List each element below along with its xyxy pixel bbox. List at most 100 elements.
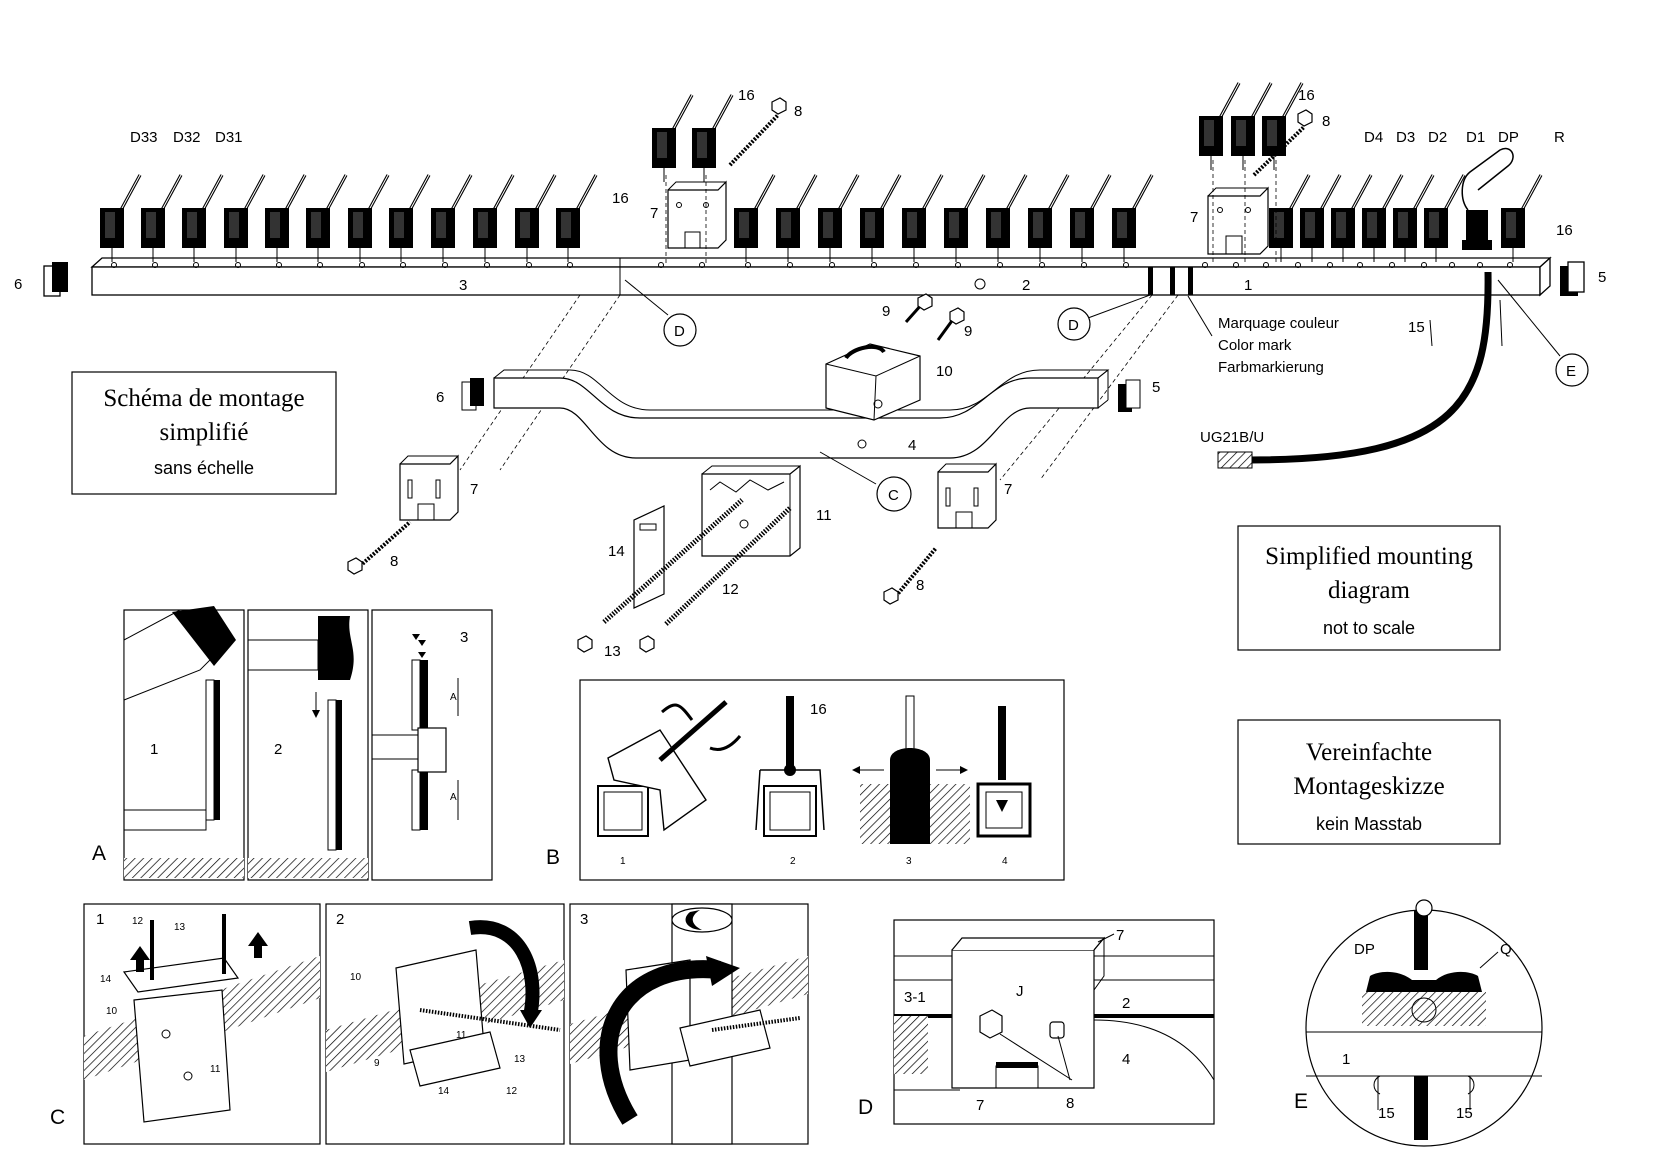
panel-a-dim-2: A (450, 792, 457, 803)
label-d32: D32 (173, 129, 201, 146)
label-d31: D31 (215, 129, 243, 146)
svg-text:E: E (1566, 363, 1576, 380)
label-d3: D3 (1396, 129, 1415, 146)
panel-b-step-2: 2 (790, 856, 796, 867)
c1-part-13: 13 (174, 922, 186, 933)
panel-e-letter: E (1294, 1090, 1308, 1113)
svg-text:Simplified mounting: Simplified mounting (1265, 543, 1473, 570)
bracket-10 (825, 343, 921, 421)
svg-text:Schéma de montage: Schéma de montage (103, 385, 304, 412)
bolts-9 (904, 293, 965, 341)
panel-a-step-3: 3 (460, 629, 468, 646)
panel-b-letter: B (546, 846, 560, 869)
label-d2: D2 (1428, 129, 1447, 146)
mast-clamp-11 (701, 464, 801, 557)
panel-a: 1 2 3 A A (123, 606, 493, 881)
panel-d-label-3-1: 3-1 (904, 989, 926, 1006)
panel-a-dim-1: A (450, 692, 457, 703)
svg-text:simplifié: simplifié (160, 419, 249, 446)
boom-elements (98, 81, 1543, 264)
part-14-main: 14 (608, 543, 625, 560)
panel-c-step-2: 2 (336, 911, 344, 928)
end-cap-6-boom (43, 262, 68, 297)
color-mark-de: Farbmarkierung (1218, 359, 1324, 376)
part-9-b: 9 (964, 323, 972, 340)
c1-part-11: 11 (210, 1064, 221, 1075)
c1-part-14: 14 (100, 974, 112, 985)
panel-c-step-1: 1 (96, 911, 104, 928)
panel-e-label-dp: DP (1354, 941, 1375, 958)
boom-section-2: 2 (1022, 277, 1030, 294)
part-5-b: 5 (1152, 379, 1160, 396)
panel-d-label-8: 8 (1066, 1095, 1074, 1112)
svg-text:sans échelle: sans échelle (154, 458, 254, 478)
bolt-8-top-right (1252, 109, 1313, 177)
clamp-7-right (1207, 186, 1269, 255)
svg-text:diagram: diagram (1328, 577, 1410, 604)
c2-part-14: 14 (438, 1086, 450, 1097)
coax-cable (1217, 271, 1492, 469)
label-d4: D4 (1364, 129, 1383, 146)
color-mark-en: Color mark (1218, 337, 1292, 354)
clamp-7-beam-right (937, 462, 997, 529)
callout-c: C (819, 451, 912, 512)
element-labels: D33 D32 D31 D4 D3 D2 D1 DP R (130, 129, 1565, 146)
svg-text:D: D (1068, 317, 1079, 334)
bolt-8-top-left (728, 97, 787, 167)
part-13-main: 13 (604, 643, 621, 660)
panel-c: 12 13 14 10 11 10 9 11 14 13 12 (83, 903, 809, 1145)
svg-text:Vereinfachte: Vereinfachte (1306, 739, 1432, 766)
color-mark-fr: Marquage couleur (1218, 315, 1339, 332)
svg-text:not to scale: not to scale (1323, 618, 1415, 638)
c2-part-11: 11 (456, 1030, 467, 1041)
panel-b-step-3: 3 (906, 856, 912, 867)
part-10-main: 10 (936, 363, 953, 380)
panel-e-label-15-right: 15 (1456, 1105, 1473, 1122)
panel-d-label-7-bottom: 7 (976, 1097, 984, 1114)
svg-text:Montageskizze: Montageskizze (1293, 773, 1444, 800)
panel-e-label-15-left: 15 (1378, 1105, 1395, 1122)
part-16-d: 16 (1556, 222, 1573, 239)
part-15-top: 15 (1408, 319, 1425, 336)
panel-e-label-1: 1 (1342, 1051, 1350, 1068)
part-8-c: 8 (390, 553, 398, 570)
panel-a-step-2: 2 (274, 741, 282, 758)
title-box-en: Simplified mounting diagram not to scale (1237, 525, 1501, 651)
screws-15-top (1429, 299, 1503, 347)
crossbeam-4 (493, 369, 1110, 459)
panel-b: 1 2 3 4 16 (579, 679, 1065, 881)
part-9-a: 9 (882, 303, 890, 320)
bolt-8-bottom-left (347, 520, 412, 575)
panel-c-step-3: 3 (580, 911, 588, 928)
panel-d: 7 3-1 2 4 7 8 J (893, 919, 1215, 1125)
part-8-a: 8 (794, 103, 802, 120)
boom-section-1: 1 (1244, 277, 1252, 294)
label-d33: D33 (130, 129, 158, 146)
label-d1: D1 (1466, 129, 1485, 146)
panel-b-step-1: 1 (620, 856, 626, 867)
panel-e-label-q: Q (1500, 941, 1512, 958)
c2-part-10: 10 (350, 972, 362, 983)
part-16-c: 16 (1298, 87, 1315, 104)
part-7-c: 7 (470, 481, 478, 498)
clamp-plate-14 (633, 505, 665, 609)
c1-part-12: 12 (132, 916, 144, 927)
panel-a-step-1: 1 (150, 741, 158, 758)
callout-d-1: D (624, 279, 697, 347)
c2-part-12: 12 (506, 1086, 518, 1097)
label-r: R (1554, 129, 1565, 146)
boom-section-3: 3 (459, 277, 467, 294)
part-4-beam: 4 (908, 437, 916, 454)
panel-d-letter: D (858, 1096, 873, 1119)
panel-d-label-7-top: 7 (1116, 927, 1124, 944)
part-7-d: 7 (1004, 481, 1012, 498)
panel-b-part-16: 16 (810, 701, 827, 718)
end-cap-5-beam (1118, 379, 1141, 412)
panel-b-step-4: 4 (1002, 856, 1008, 867)
part-7-a: 7 (650, 205, 658, 222)
c1-part-10: 10 (106, 1006, 118, 1017)
title-box-fr: Schéma de montage simplifié sans échelle (71, 371, 337, 495)
clamp-7-left (667, 180, 727, 249)
part-8-b: 8 (1322, 113, 1330, 130)
